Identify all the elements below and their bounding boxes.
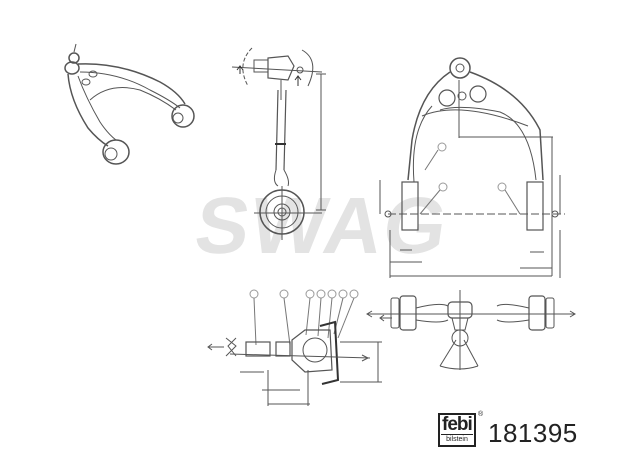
part-number: 181395 bbox=[488, 418, 578, 448]
ball-joint-section-view bbox=[207, 289, 392, 406]
side-view bbox=[231, 47, 326, 240]
logo-sub-text: bilstein bbox=[441, 434, 473, 444]
isometric-view bbox=[64, 43, 195, 165]
logo-main-text: febi bbox=[442, 414, 473, 435]
registered-mark: ® bbox=[478, 411, 484, 418]
front-view bbox=[366, 290, 576, 370]
top-view bbox=[379, 57, 565, 278]
febi-bilstein-logo: febi bilstein bbox=[438, 413, 476, 447]
